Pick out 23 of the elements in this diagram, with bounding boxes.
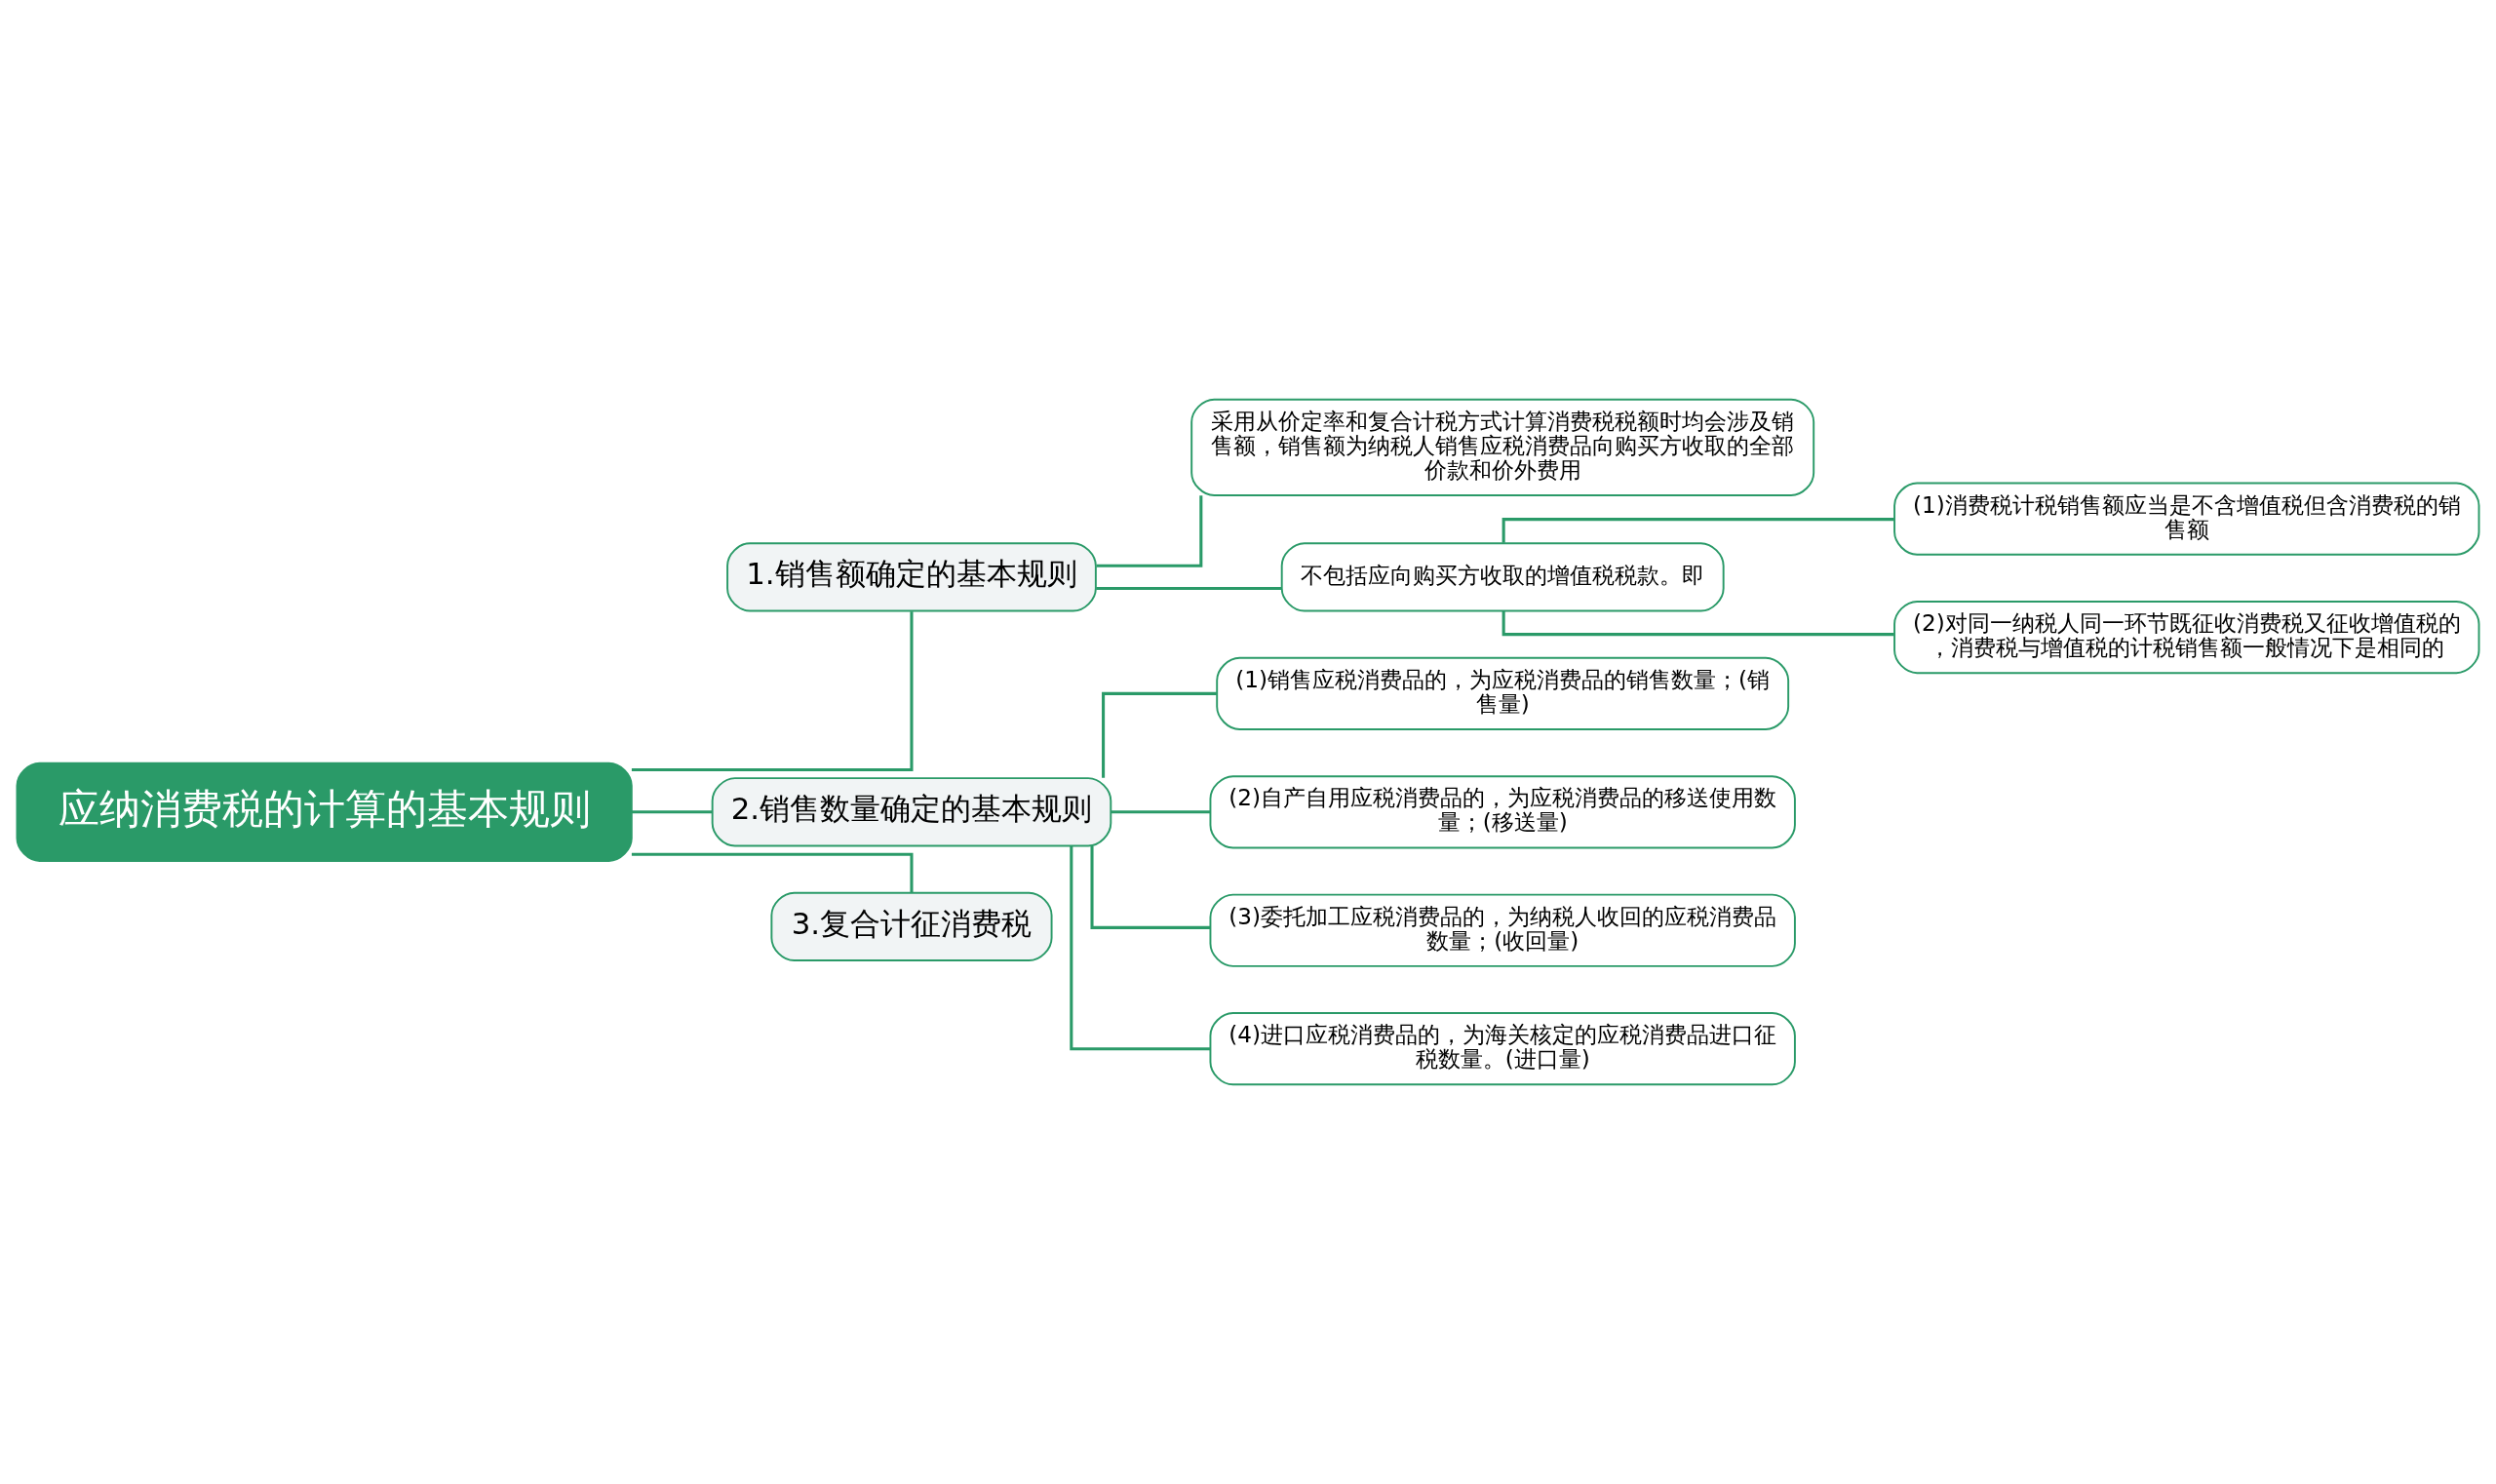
node-box: (4)进口应税消费品的，为海关核定的应税消费品进口征税数量。(进口量) [1209,1012,1796,1086]
node-box: (1)销售应税消费品的，为应税消费品的销售数量；(销售量) [1216,656,1790,730]
node-box: 不包括应向购买方收取的增值税税款。即 [1280,542,1725,612]
connector [1102,691,1217,778]
connector [1111,810,1211,814]
node-box: (2)对同一纳税人同一环节既征收消费税又征收增值税的，消费税与增值税的计税销售额一般情况下是相同的 [1893,600,2480,675]
connector [631,852,914,892]
connector [1096,586,1282,590]
connector [1070,845,1211,1051]
connector [1096,495,1203,567]
node-box: 应纳消费税的计算的基本规则 [16,762,633,862]
node-box: 采用从价定率和复合计税方式计算消费税税额时均会涉及销售额，销售额为纳税人销售应税消费品向购买方收取的全部价款和价外费用 [1190,398,1815,496]
connector [631,810,713,814]
connector [631,611,914,771]
node-box: (2)自产自用应税消费品的，为应税消费品的移送使用数量；(移送量) [1209,775,1796,849]
connector [1502,518,1894,543]
node-box: 1.销售额确定的基本规则 [726,542,1097,612]
connector [1090,845,1211,929]
node-box: 2.销售数量确定的基本规则 [711,777,1112,847]
node-box: (1)消费税计税销售额应当是不含增值税但含消费税的销售额 [1893,482,2480,556]
connector [1502,610,1894,637]
node-box: (3)委托加工应税消费品的，为纳税人收回的应税消费品数量；(收回量) [1209,893,1796,967]
node-box: 3.复合计征消费税 [770,891,1053,962]
